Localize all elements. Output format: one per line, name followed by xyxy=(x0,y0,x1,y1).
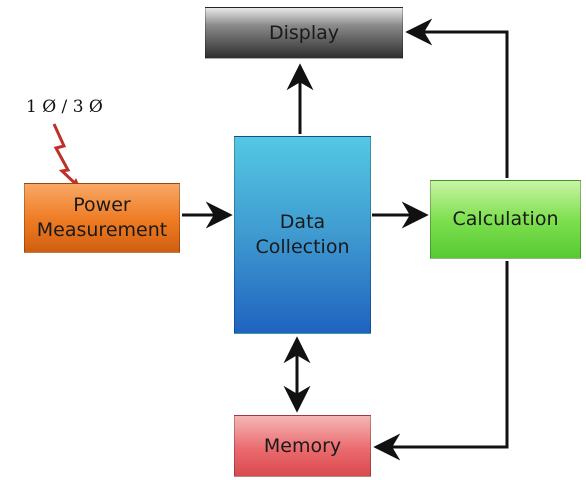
display-label: Display xyxy=(268,21,340,44)
memory-label: Memory xyxy=(263,434,342,457)
lightning-icon xyxy=(52,123,82,190)
phase-label: 1 Ø / 3 Ø xyxy=(26,97,103,117)
display-block: Display xyxy=(205,7,403,59)
data-collection-block: Data Collection xyxy=(234,136,371,334)
power-measurement-block: Power Measurement xyxy=(24,183,180,253)
arrow-calculation-to-display xyxy=(405,18,509,178)
memory-block: Memory xyxy=(234,415,371,477)
data-collection-label: Data Collection xyxy=(255,211,350,258)
power-measurement-label: Power Measurement xyxy=(36,194,168,241)
arrow-calculation-to-memory xyxy=(373,261,509,461)
calculation-block: Calculation xyxy=(430,180,581,259)
calculation-label: Calculation xyxy=(452,208,559,231)
